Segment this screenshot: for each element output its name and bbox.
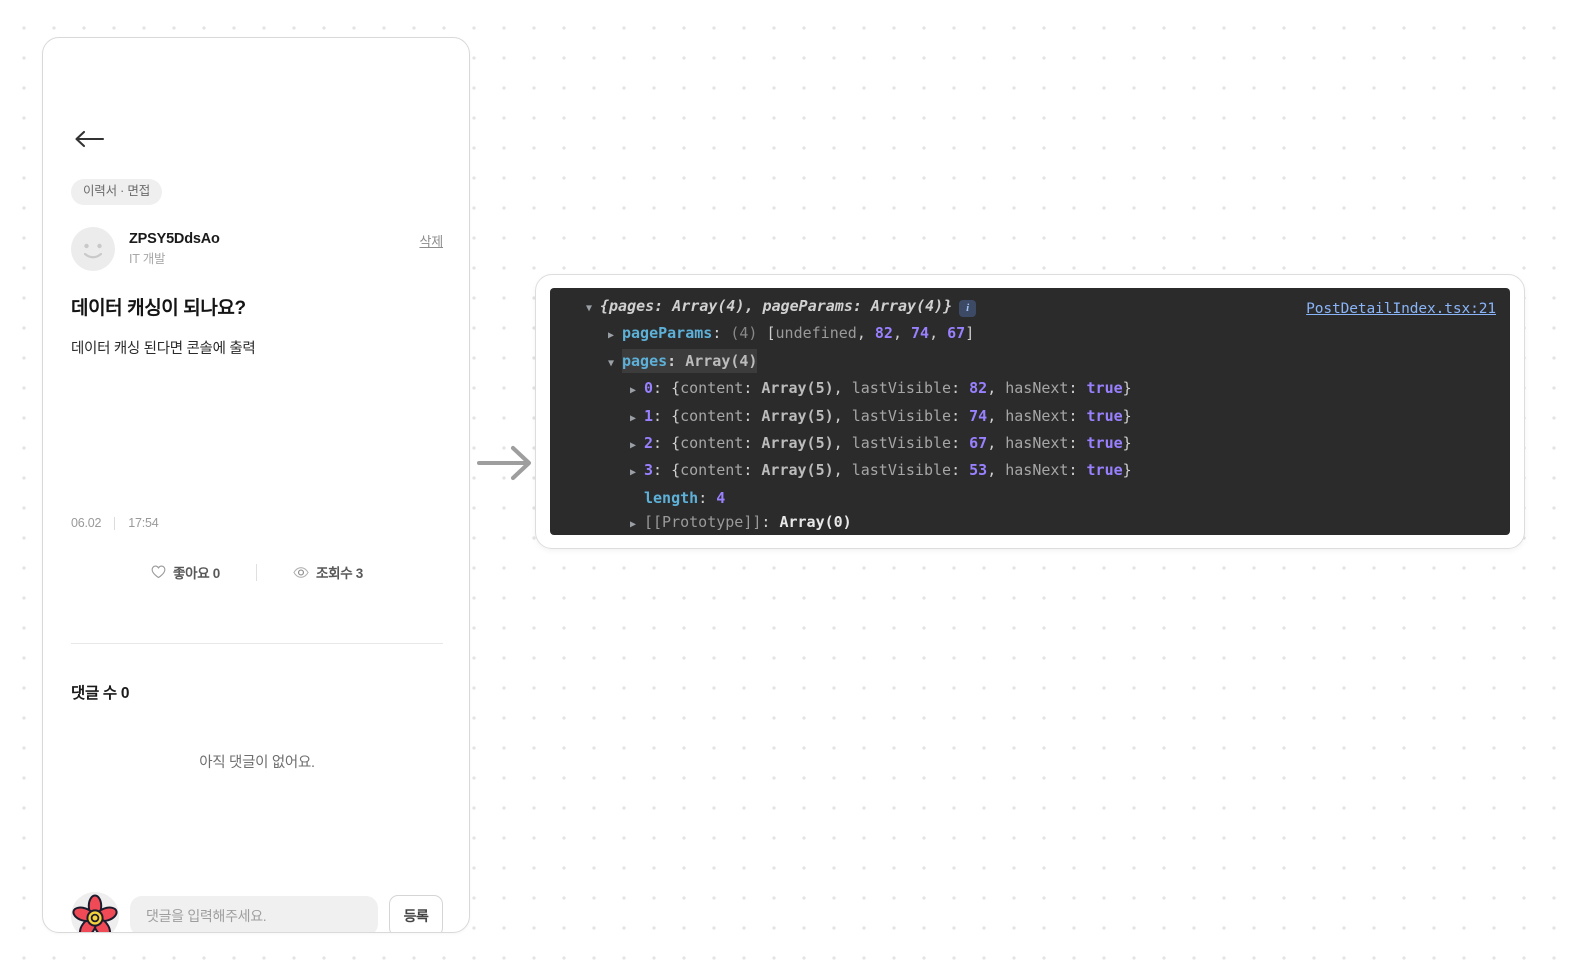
flower-avatar-icon: [72, 894, 118, 932]
length-value: 4: [716, 488, 726, 507]
item-index: 1: [644, 406, 654, 425]
pageparams-value-2: 74: [911, 324, 930, 343]
eye-icon: [293, 566, 309, 578]
item-content: Array(5): [761, 434, 834, 453]
hasnext-label: hasNext: [1005, 406, 1069, 425]
disclosure-triangle-open-icon[interactable]: [608, 352, 622, 376]
datetime-separator: [114, 516, 116, 530]
heart-icon: [151, 565, 166, 579]
item-lastvisible: 67: [969, 434, 988, 453]
console-line-item-3[interactable]: 3: {content: Array(5), lastVisible: 53, …: [550, 458, 1510, 485]
like-stat[interactable]: 좋아요 0: [115, 562, 256, 582]
comment-composer: 등록: [71, 892, 443, 932]
content-label: content: [680, 461, 744, 480]
empty-comments-message: 아직 댓글이 없어요.: [199, 755, 315, 771]
hasnext-label: hasNext: [1005, 461, 1069, 480]
console-line-item-0[interactable]: 0: {content: Array(5), lastVisible: 82, …: [550, 376, 1510, 403]
length-key: length: [644, 488, 699, 507]
item-index: 3: [644, 461, 654, 480]
pageparams-bracket-open: [: [766, 324, 776, 343]
post-datetime: 06.02 17:54: [71, 516, 159, 530]
category-tag[interactable]: 이력서 · 면접: [71, 179, 163, 205]
item-index: 0: [644, 379, 654, 398]
pageparams-count: (4): [730, 324, 758, 343]
flower-avatar[interactable]: [71, 892, 119, 932]
lastvisible-label: lastVisible: [851, 461, 952, 480]
root-object-preview: {pages: Array(4), pageParams: Array(4)}: [600, 297, 953, 315]
pageparams-value-1: 82: [874, 324, 893, 343]
back-arrow-icon: [75, 130, 105, 148]
post-title: 데이터 캐싱이 되나요?: [71, 298, 246, 319]
console-line-item-1[interactable]: 1: {content: Array(5), lastVisible: 74, …: [550, 404, 1510, 431]
item-lastvisible: 74: [969, 406, 988, 425]
post-body: 데이터 캐싱 된다면 콘솔에 출력: [71, 341, 256, 357]
pages-value: Array(4): [685, 351, 758, 370]
like-label: 좋아요 0: [172, 566, 220, 581]
author-row: ZPSY5DdsAo IT 개발 삭제: [71, 227, 443, 271]
console-line-pages[interactable]: pages: Array(4): [550, 348, 1510, 376]
back-button[interactable]: [71, 120, 109, 158]
pageparams-bracket-close: ]: [965, 324, 975, 343]
post-detail-card: 이력서 · 면접 ZPSY5DdsAo IT 개발 삭제 데이터 캐싱이 되나요…: [42, 37, 470, 933]
post-date: 06.02: [71, 516, 102, 530]
lastvisible-label: lastVisible: [851, 406, 952, 425]
item-index: 2: [644, 434, 654, 453]
content-label: content: [680, 379, 744, 398]
pageparams-key: pageParams: [622, 324, 713, 343]
smiley-face-avatar[interactable]: [71, 227, 115, 271]
disclosure-triangle-closed-icon[interactable]: [630, 434, 644, 458]
disclosure-triangle-closed-icon[interactable]: [630, 461, 644, 485]
content-label: content: [680, 406, 744, 425]
item-content: Array(5): [761, 379, 834, 398]
item-hasnext: true: [1086, 379, 1123, 398]
hasnext-label: hasNext: [1005, 379, 1069, 398]
flow-arrow: [477, 440, 539, 486]
lastvisible-label: lastVisible: [851, 434, 952, 453]
console-line-length: length: 4: [644, 488, 726, 507]
item-lastvisible: 82: [969, 379, 988, 398]
author-name: ZPSY5DdsAo: [129, 230, 220, 247]
smiley-face-icon: [83, 243, 103, 259]
disclosure-triangle-closed-icon[interactable]: [630, 407, 644, 431]
delete-post-link[interactable]: 삭제: [419, 234, 443, 249]
info-icon[interactable]: i: [959, 300, 977, 317]
post-time: 17:54: [128, 516, 159, 530]
console-output: PostDetailIndex.tsx:21 {pages: Array(4),…: [550, 288, 1510, 535]
right-arrow-icon: [477, 445, 532, 481]
content-label: content: [680, 434, 744, 453]
item-hasnext: true: [1086, 406, 1123, 425]
view-label: 조회수 3: [316, 566, 364, 581]
item-lastvisible: 53: [969, 461, 988, 480]
console-line-item-2[interactable]: 2: {content: Array(5), lastVisible: 67, …: [550, 431, 1510, 458]
comment-input[interactable]: [130, 896, 378, 932]
console-line-pageparams[interactable]: pageParams: (4) [undefined, 82, 74, 67]: [550, 321, 1510, 348]
devtools-console-panel: PostDetailIndex.tsx:21 {pages: Array(4),…: [535, 274, 1525, 549]
section-divider: [71, 643, 443, 644]
disclosure-triangle-closed-icon[interactable]: [630, 379, 644, 403]
console-line-prototype-inner[interactable]: [[Prototype]]: Array(0): [550, 510, 1510, 535]
author-role: IT 개발: [129, 251, 166, 266]
post-stats-row: 좋아요 0 조회수 3: [71, 562, 443, 582]
author-meta: ZPSY5DdsAo IT 개발: [129, 230, 419, 268]
hasnext-label: hasNext: [1005, 434, 1069, 453]
item-content: Array(5): [761, 461, 834, 480]
console-source-link[interactable]: PostDetailIndex.tsx:21: [1306, 301, 1496, 317]
submit-comment-button[interactable]: 등록: [389, 895, 443, 932]
disclosure-triangle-open-icon[interactable]: [586, 297, 600, 321]
disclosure-triangle-closed-icon[interactable]: [630, 513, 644, 535]
comment-count-label: 댓글 수 0: [71, 685, 130, 702]
pageparams-value-3: 67: [947, 324, 966, 343]
stats-separator: [256, 563, 257, 581]
view-stat: 조회수 3: [257, 562, 399, 582]
pages-key: pages: [622, 351, 668, 370]
prototype-value: Array(0): [779, 513, 852, 532]
item-hasnext: true: [1086, 461, 1123, 480]
console-line-root[interactable]: {pages: Array(4), pageParams: Array(4)} …: [550, 294, 1510, 321]
pageparams-value-0: undefined: [775, 324, 857, 343]
item-content: Array(5): [761, 406, 834, 425]
disclosure-triangle-closed-icon[interactable]: [608, 324, 622, 348]
prototype-key: [[Prototype]]: [644, 513, 762, 532]
lastvisible-label: lastVisible: [851, 379, 952, 398]
item-hasnext: true: [1086, 434, 1123, 453]
